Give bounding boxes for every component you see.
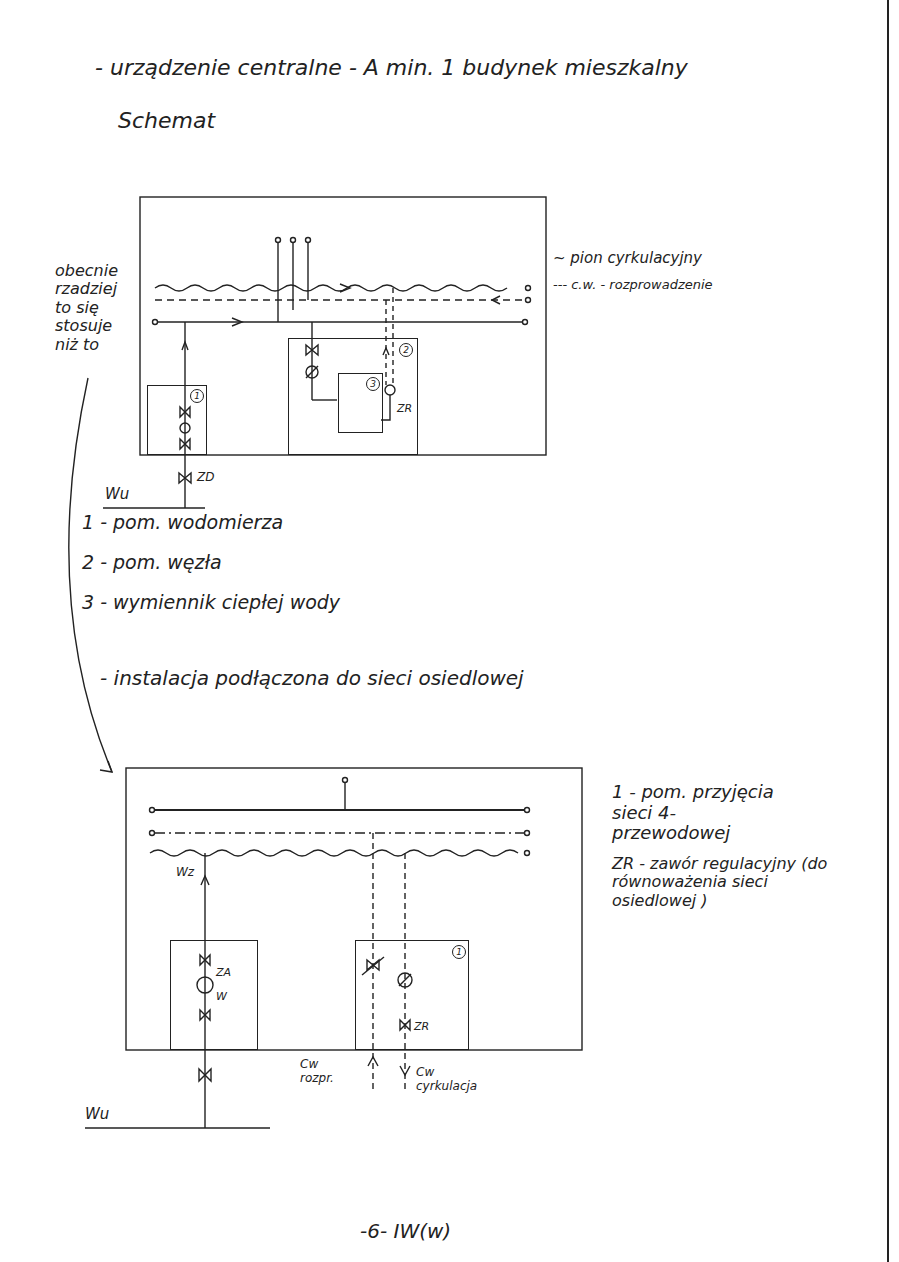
heading: - instalacja podłączona do sieci osiedlo…	[100, 667, 524, 690]
valve-label: ZA	[216, 967, 231, 980]
legend-note: ~ pion cyrkulacyjny	[553, 250, 702, 267]
pipe-label: Cw rozpr.	[300, 1058, 350, 1086]
page-title: - urządzenie centralne - A min. 1 budyne…	[95, 55, 688, 80]
valve-label: W	[216, 991, 227, 1004]
pipe-label: Cw cyrkulacja	[416, 1066, 486, 1094]
callout-note: 1 - pom. wodomierza	[82, 512, 283, 534]
valve-label: ZR	[414, 1021, 429, 1034]
pipe-label: Wu	[105, 486, 129, 503]
callout-note: 3 - wymiennik ciepłej wody	[82, 592, 340, 614]
callout-note: 2 - pom. węzła	[82, 552, 222, 574]
page-number: -6- IW(w)	[360, 1220, 451, 1243]
callout-number: 1	[452, 945, 466, 959]
callout-note: 1 - pom. przyjęcia sieci 4-przewodowej	[612, 782, 787, 844]
pipe-label: Wz	[176, 866, 194, 880]
callout-note: ZR - zawór regulacyjny (do równoważenia …	[612, 855, 847, 910]
room-box: 2ZR 3	[288, 338, 418, 455]
side-note: obecnie rzadziej to się stosuje niż to	[55, 262, 135, 354]
room-box: 1	[147, 385, 207, 455]
heading: Schemat	[118, 108, 215, 133]
callout-number: 1	[190, 389, 204, 403]
exchanger-box: 3	[338, 373, 383, 433]
callout-number: 3	[366, 377, 380, 391]
room-box: 1ZR	[355, 940, 469, 1050]
callout-number: 2	[399, 343, 413, 357]
valve-label: ZR	[397, 403, 412, 416]
pipe-label: Wu	[85, 1106, 109, 1123]
room-box: ZA W	[170, 940, 258, 1050]
legend-note: --- c.w. - rozprowadzenie	[553, 278, 713, 293]
valve-label: ZD	[197, 471, 214, 485]
